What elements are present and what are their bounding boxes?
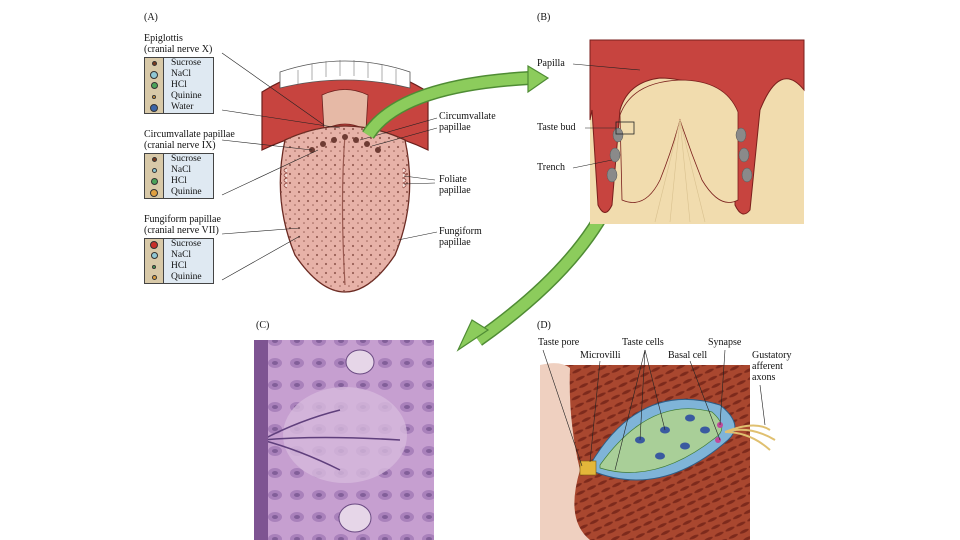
legend-label: Sucrose: [171, 239, 201, 249]
legend-label: HCl: [171, 80, 187, 90]
legend-label: NaCl: [171, 250, 191, 260]
fungiform-legend-item: NaCl: [145, 250, 213, 261]
legend-label: NaCl: [171, 69, 191, 79]
taste-dot-icon: [150, 104, 158, 112]
legend-label: Quinine: [171, 272, 202, 282]
fungiform-nerve: (cranial nerve VII): [144, 225, 219, 236]
epiglottis-title: Epiglottis: [144, 33, 183, 44]
label-fungiform: Fungiform: [439, 226, 482, 237]
taste-dot-icon: [150, 71, 158, 79]
panel-label-b: (B): [537, 12, 550, 23]
taste-dot-icon: [152, 275, 157, 280]
label-trench: Trench: [537, 162, 565, 173]
fungiform-legend-item: Quinine: [145, 272, 213, 283]
histology-micrograph: [254, 340, 434, 540]
circumvallate-nerve: (cranial nerve IX): [144, 140, 216, 151]
legend-label: Quinine: [171, 91, 202, 101]
circumvallate-legend-item: NaCl: [145, 165, 213, 176]
legend-label: HCl: [171, 261, 187, 271]
taste-bud-illustration: [540, 363, 775, 540]
label-circumvallate-2: papillae: [439, 122, 471, 133]
epiglottis-legend-item: Sucrose: [145, 58, 213, 69]
taste-dot-icon: [150, 189, 158, 197]
label-basal-cell: Basal cell: [668, 350, 707, 361]
legend-label: Sucrose: [171, 58, 201, 68]
label-taste-pore: Taste pore: [538, 337, 579, 348]
epiglottis-legend-item: Water: [145, 102, 213, 113]
label-synapse: Synapse: [708, 337, 741, 348]
panel-label-d: (D): [537, 320, 551, 331]
label-microvilli: Microvilli: [580, 350, 621, 361]
legend-label: Quinine: [171, 187, 202, 197]
panel-label-a: (A): [144, 12, 158, 23]
taste-dot-icon: [151, 82, 158, 89]
legend-label: NaCl: [171, 165, 191, 175]
fungiform-legend-item: Sucrose: [145, 239, 213, 250]
label-foliate: Foliate: [439, 174, 467, 185]
label-circumvallate: Circumvallate: [439, 111, 496, 122]
label-taste-cells: Taste cells: [622, 337, 664, 348]
epiglottis-legend-item: HCl: [145, 80, 213, 91]
fungiform-legend-item: HCl: [145, 261, 213, 272]
circumvallate-legend-item: Quinine: [145, 187, 213, 198]
legend-label: Water: [171, 102, 193, 112]
label-foliate-2: papillae: [439, 185, 471, 196]
epiglottis-legend-item: Quinine: [145, 91, 213, 102]
taste-dot-icon: [152, 265, 156, 269]
label-axons: axons: [752, 372, 775, 383]
tongue-illustration: [262, 60, 428, 292]
taste-dot-icon: [150, 241, 158, 249]
circumvallate-legend-item: HCl: [145, 176, 213, 187]
label-afferent: afferent: [752, 361, 783, 372]
legend-label: Sucrose: [171, 154, 201, 164]
taste-dot-icon: [152, 95, 156, 99]
label-fungiform-2: papillae: [439, 237, 471, 248]
legend-label: HCl: [171, 176, 187, 186]
panel-label-c: (C): [256, 320, 269, 331]
circumvallate-title: Circumvallate papillae: [144, 129, 235, 140]
taste-dot-icon: [151, 252, 158, 259]
epiglottis-legend-item: NaCl: [145, 69, 213, 80]
epiglottis-nerve: (cranial nerve X): [144, 44, 212, 55]
papilla-cross-section: [590, 40, 804, 224]
label-gustatory: Gustatory: [752, 350, 791, 361]
fungiform-title: Fungiform papillae: [144, 214, 221, 225]
label-papilla: Papilla: [537, 58, 565, 69]
label-taste-bud: Taste bud: [537, 122, 575, 133]
circumvallate-legend-item: Sucrose: [145, 154, 213, 165]
taste-dot-icon: [152, 61, 157, 66]
taste-dot-icon: [152, 168, 157, 173]
taste-dot-icon: [151, 178, 158, 185]
taste-dot-icon: [152, 157, 157, 162]
